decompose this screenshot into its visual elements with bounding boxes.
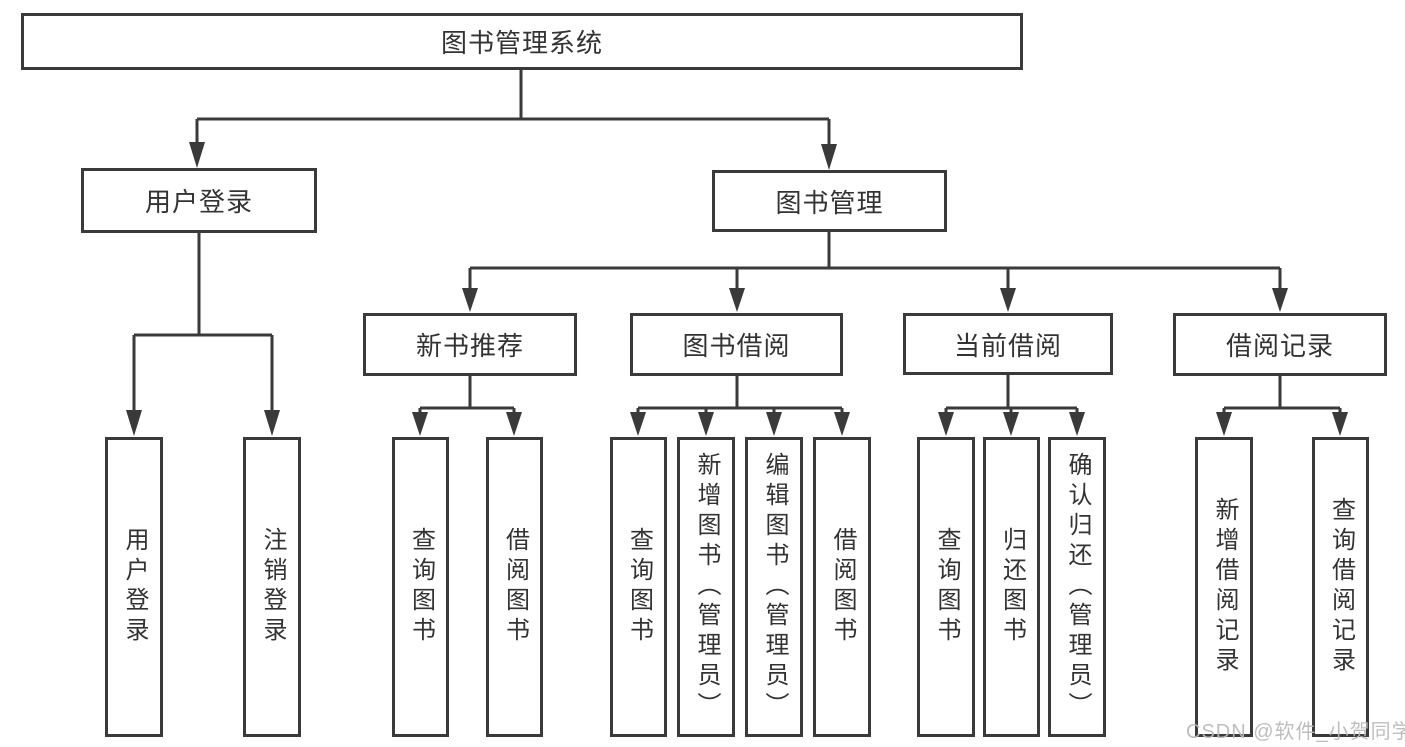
node-book-management-label: 图书管理 bbox=[775, 187, 884, 218]
node-current-borrow: 当前借阅 bbox=[903, 313, 1113, 375]
leaf-borrow-books-label: 借阅图书 bbox=[829, 527, 856, 647]
leaf-query-books-borrow-label: 查询图书 bbox=[625, 527, 653, 647]
node-current-borrow-label: 当前借阅 bbox=[953, 330, 1062, 361]
connector-user-login-to-leaves bbox=[126, 233, 280, 436]
node-borrow-records-label: 借阅记录 bbox=[1225, 331, 1334, 361]
connector-borrow-records-to-leaves bbox=[1216, 376, 1348, 436]
node-book-borrow: 图书借阅 bbox=[630, 313, 843, 376]
leaf-edit-book-admin: 编辑图书（管理员） bbox=[745, 437, 803, 737]
leaf-user-login: 用户登录 bbox=[105, 437, 163, 737]
leaf-add-book-admin-label: 新增图书（管理员） bbox=[693, 452, 720, 722]
connector-book-borrow-to-leaves bbox=[630, 376, 850, 436]
leaf-query-books-recommend-label: 查询图书 bbox=[407, 527, 435, 647]
node-root: 图书管理系统 bbox=[21, 13, 1023, 70]
node-borrow-records: 借阅记录 bbox=[1173, 313, 1387, 376]
leaf-query-books-current: 查询图书 bbox=[917, 437, 975, 737]
leaf-logout: 注销登录 bbox=[243, 437, 301, 737]
leaf-add-borrow-record-label: 新增借阅记录 bbox=[1211, 497, 1238, 677]
leaf-confirm-return-admin-label: 确认归还（管理员） bbox=[1064, 452, 1091, 722]
connector-new-book-to-leaves bbox=[412, 376, 522, 436]
leaf-return-book: 归还图书 bbox=[983, 437, 1040, 737]
leaf-borrow-books: 借阅图书 bbox=[813, 437, 871, 737]
node-new-book-recommend: 新书推荐 bbox=[363, 313, 577, 376]
node-user-login-label: 用户登录 bbox=[144, 187, 253, 217]
node-user-login: 用户登录 bbox=[81, 168, 317, 233]
leaf-add-borrow-record: 新增借阅记录 bbox=[1195, 437, 1253, 737]
leaf-edit-book-admin-label: 编辑图书（管理员） bbox=[761, 452, 788, 722]
connector-root-to-level2 bbox=[189, 70, 837, 170]
connector-current-borrow-to-leaves bbox=[938, 375, 1085, 436]
leaf-query-borrow-record-label: 查询借阅记录 bbox=[1327, 497, 1355, 677]
leaf-add-book-admin: 新增图书（管理员） bbox=[677, 437, 735, 737]
leaf-query-books-current-label: 查询图书 bbox=[933, 527, 960, 647]
leaf-borrow-books-recommend-label: 借阅图书 bbox=[501, 527, 529, 647]
leaf-query-borrow-record: 查询借阅记录 bbox=[1312, 437, 1369, 737]
leaf-return-book-label: 归还图书 bbox=[998, 527, 1026, 647]
watermark: CSDN @软件_小贺同学 bbox=[1186, 721, 1405, 743]
leaf-user-login-label: 用户登录 bbox=[121, 527, 148, 647]
node-book-borrow-label: 图书借阅 bbox=[682, 331, 791, 361]
leaf-query-books-recommend: 查询图书 bbox=[392, 437, 449, 737]
connector-book-management-to-level3 bbox=[462, 232, 1288, 312]
leaf-confirm-return-admin: 确认归还（管理员） bbox=[1048, 437, 1106, 737]
leaf-query-books-borrow: 查询图书 bbox=[610, 437, 667, 737]
leaf-borrow-books-recommend: 借阅图书 bbox=[486, 437, 543, 737]
leaf-logout-label: 注销登录 bbox=[259, 527, 286, 647]
node-book-management: 图书管理 bbox=[712, 170, 947, 232]
node-new-book-recommend-label: 新书推荐 bbox=[415, 331, 524, 361]
node-root-label: 图书管理系统 bbox=[440, 28, 603, 58]
